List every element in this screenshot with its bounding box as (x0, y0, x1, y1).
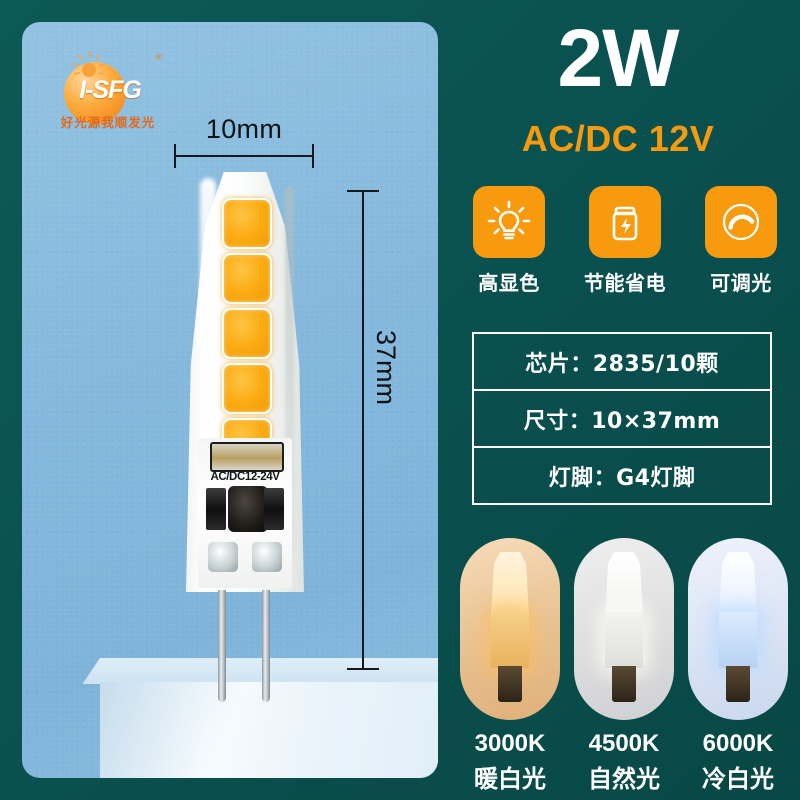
feature-label: 可调光 (710, 271, 772, 295)
led-chip-column (222, 198, 272, 473)
feature-item: 节能省电 (576, 186, 674, 296)
feature-label: 高显色 (478, 271, 540, 295)
color-temp-name: 自然光 (588, 765, 660, 793)
height-dimension-label: 37mm (371, 329, 402, 406)
logo-wordmark: I-SFG (79, 76, 142, 104)
feature-item: 可调光 (692, 186, 790, 296)
wattage-headline: 2W (557, 13, 680, 104)
brand-logo: I-SFG ® 好光源我顺发光 (50, 50, 166, 132)
led-chip (222, 363, 272, 414)
rectifier-bridge (210, 442, 284, 472)
mini-bulb-base (498, 666, 522, 702)
color-temp-kelvin: 4500K (588, 730, 660, 757)
color-temp-name: 冷白光 (702, 765, 774, 793)
mini-bulb-body (605, 612, 643, 668)
color-temp-swatch-neutral (574, 538, 674, 720)
mini-bulb (489, 552, 531, 702)
led-chip (222, 308, 272, 359)
capacitor-left (206, 488, 226, 530)
color-temp-swatch-warm (460, 538, 560, 720)
battery-bolt-icon (589, 186, 661, 258)
specification-table: 芯片：2835/10颗 尺寸：10×37mm 灯脚：G4灯脚 (472, 332, 772, 505)
color-temp-kelvin: 6000K (702, 730, 774, 757)
spec-row-chip: 芯片：2835/10颗 (474, 334, 770, 391)
registered-mark: ® (155, 52, 162, 62)
product-photo-card: I-SFG ® 好光源我顺发光 10mm 37mm AC/DC12-24V (22, 22, 438, 778)
mini-bulb-cap (605, 552, 643, 616)
mini-bulb-body (719, 612, 757, 668)
g4-pin-left (218, 590, 226, 702)
led-chip (222, 253, 272, 304)
capacitor-right (264, 488, 284, 530)
feature-item: 高显色 (460, 186, 558, 296)
feature-list: 高显色 节能省电 (460, 186, 790, 296)
solder-joint-left (208, 542, 238, 572)
mini-bulb-base (612, 666, 636, 702)
feature-label: 节能省电 (584, 271, 666, 295)
mini-bulb-base (726, 666, 750, 702)
mini-bulb (603, 552, 645, 702)
height-dimension-line (347, 190, 379, 670)
solder-joint-right (252, 542, 282, 572)
dimmer-dial-icon (705, 186, 777, 258)
driver-board: AC/DC12-24V (198, 438, 292, 588)
color-temperature-list: 3000K 暖白光 4500K 自然光 (458, 538, 790, 794)
bulb-edge-shading (285, 186, 294, 556)
mini-bulb-cap (719, 552, 757, 616)
color-temp-swatch-cool (688, 538, 788, 720)
width-dimension-line (174, 144, 314, 168)
g4-pin-right (262, 590, 270, 702)
mini-bulb-cap (491, 552, 529, 616)
pedestal-shadow (100, 682, 270, 778)
brand-slogan: 好光源我顺发光 (60, 115, 156, 130)
pcb-voltage-print: AC/DC12-24V (210, 471, 280, 483)
g4-led-bulb: AC/DC12-24V (170, 172, 320, 702)
voltage-subhead: AC/DC 12V (521, 118, 715, 159)
mini-bulb (717, 552, 759, 702)
inductor-coil (228, 486, 268, 532)
led-chip (222, 198, 272, 249)
light-bulb-icon (473, 186, 545, 258)
spec-row-size: 尺寸：10×37mm (474, 391, 770, 448)
logo-sun-icon (72, 51, 106, 77)
color-temp-name: 暖白光 (474, 765, 546, 793)
spec-panel: 2W AC/DC 12V (448, 0, 800, 800)
color-temp-kelvin: 3000K (474, 730, 546, 757)
spec-row-base: 灯脚：G4灯脚 (548, 465, 696, 491)
color-temp-option-6000k: 6000K 冷白光 (686, 538, 790, 794)
color-temp-option-4500k: 4500K 自然光 (572, 538, 676, 794)
mini-bulb-body (491, 612, 529, 668)
width-dimension-label: 10mm (205, 114, 283, 144)
color-temp-option-3000k: 3000K 暖白光 (458, 538, 562, 794)
